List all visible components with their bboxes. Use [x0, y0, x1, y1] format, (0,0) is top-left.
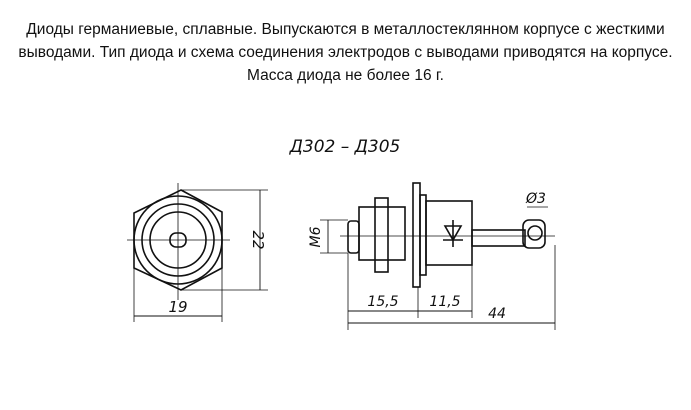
- dim-d1: 15,5: [367, 294, 398, 310]
- side-view: M6 Ø3 15,5 11,5 44: [308, 182, 556, 330]
- dim-d2: 11,5: [429, 294, 460, 310]
- dim-total: 44: [488, 306, 506, 322]
- dim-width: 19: [168, 298, 187, 316]
- front-view: 19 22: [127, 183, 268, 322]
- dim-height: 22: [249, 230, 267, 249]
- dim-hole: Ø3: [525, 191, 546, 207]
- drawing-title: Д302 – Д305: [289, 137, 401, 157]
- dim-thread: M6: [308, 226, 324, 247]
- description-text: Диоды германиевые, сплавные. Выпускаются…: [18, 21, 673, 84]
